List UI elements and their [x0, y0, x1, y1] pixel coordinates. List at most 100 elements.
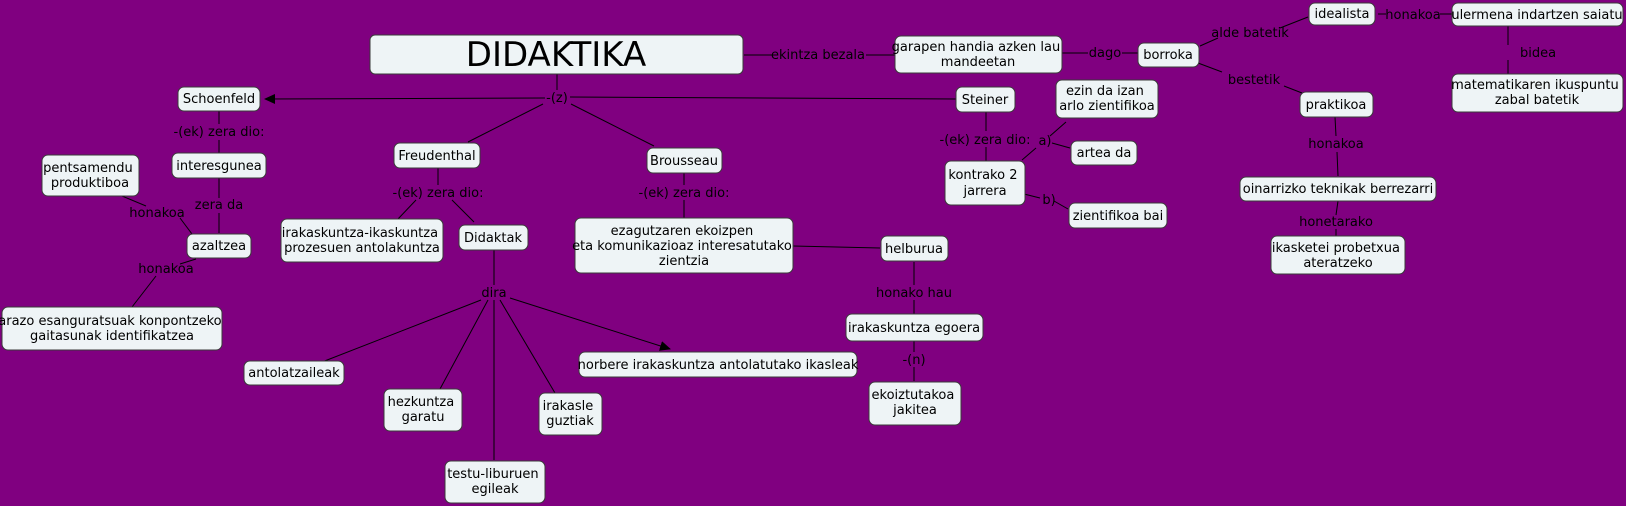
- link-dira: dira: [481, 286, 506, 301]
- node-norbere-label: norbere irakaskuntza antolatutako ikasle…: [578, 358, 859, 373]
- node-ezin[interactable]: ezin da izan arlo zientifikoa: [1055, 79, 1159, 119]
- node-hezkuntza-label: hezkuntza garatu: [388, 395, 459, 425]
- node-irakaskuntza-ikaskuntza[interactable]: irakaskuntza-ikaskuntza prozesuen antola…: [280, 218, 444, 263]
- node-irakasle-label: irakasle guztiak: [543, 399, 598, 429]
- link-ek-brousseau: -(ek) zera dio:: [639, 186, 730, 201]
- node-brousseau-label: Brousseau: [650, 154, 718, 169]
- edge-dira-hezkuntza: [439, 299, 489, 390]
- edge-z-steiner: [569, 96, 957, 100]
- node-irakasle[interactable]: irakasle guztiak: [538, 392, 603, 436]
- node-arazo[interactable]: arazo esanguratsuak konpontzeko gaitasun…: [0, 306, 226, 351]
- node-zientifikoa-label: zientifikoa bai: [1073, 209, 1164, 224]
- link-bestetik: bestetik: [1228, 73, 1281, 88]
- node-kontrako[interactable]: kontrako 2 jarrera: [944, 160, 1026, 206]
- node-garapen[interactable]: garapen handia azken lau mandeetan: [892, 35, 1065, 74]
- link-a: a): [1038, 134, 1051, 149]
- node-ikasketei[interactable]: ikasketei probetxua ateratzeko: [1270, 235, 1406, 275]
- node-norbere[interactable]: norbere irakaskuntza antolatutako ikasle…: [578, 351, 859, 378]
- node-irakaskuntza-egoera[interactable]: irakaskuntza egoera: [845, 313, 984, 342]
- link-b: b): [1042, 193, 1055, 208]
- node-interesgunea-label: interesgunea: [176, 159, 261, 174]
- node-helburua[interactable]: helburua: [880, 235, 949, 262]
- edge-borroka-bestetik: [1197, 62, 1223, 73]
- node-praktikoa-label: praktikoa: [1306, 98, 1367, 113]
- edge-oinarrizko-honetarako: [1335, 200, 1339, 216]
- node-ekoiztutakoa-label: ekoiztutakoa jakitea: [872, 388, 959, 418]
- edge-ek-irakaskuntza: [397, 199, 417, 220]
- node-steiner[interactable]: Steiner: [955, 86, 1016, 113]
- node-interesgunea[interactable]: interesgunea: [171, 152, 267, 179]
- node-ekoiztutakoa[interactable]: ekoiztutakoa jakitea: [868, 381, 962, 426]
- node-azaltzea-label: azaltzea: [192, 239, 246, 254]
- link-ek-steiner: -(ek) zera dio:: [940, 133, 1031, 148]
- node-brousseau[interactable]: Brousseau: [646, 147, 723, 174]
- node-irakaskuntza-egoera-label: irakaskuntza egoera: [848, 321, 980, 336]
- node-artea-label: artea da: [1077, 146, 1132, 161]
- link-alde-batetik: alde batetik: [1211, 26, 1289, 41]
- node-matematikaren[interactable]: matematikaren ikuspuntu zabal batetik: [1451, 73, 1624, 113]
- node-didaktika[interactable]: DIDAKTIKA: [369, 34, 744, 75]
- edge-alde-idealista: [1279, 16, 1309, 29]
- node-kontrako-label: kontrako 2 jarrera: [948, 168, 1021, 199]
- link-ek-freudenthal: -(ek) zera dio:: [393, 186, 484, 201]
- edge-bestetik-praktikoa: [1283, 85, 1303, 94]
- node-ulermena[interactable]: ulermena indartzen saiatu: [1451, 2, 1624, 27]
- node-antolatzaileak-label: antolatzaileak: [248, 366, 340, 381]
- edge-kontrako-a: [1021, 147, 1037, 161]
- edge-honakoa-oinarrizko: [1336, 151, 1339, 177]
- node-helburua-label: helburua: [885, 242, 943, 257]
- edge-kontrako-b: [1023, 193, 1041, 199]
- node-artea[interactable]: artea da: [1070, 140, 1138, 166]
- node-didaktak[interactable]: Didaktak: [458, 224, 529, 251]
- node-didaktika-label: DIDAKTIKA: [466, 35, 646, 75]
- node-ezagutzaren[interactable]: ezagutzaren ekoizpen eta komunikazioaz i…: [572, 217, 796, 274]
- node-praktikoa[interactable]: praktikoa: [1299, 91, 1374, 118]
- node-freudenthal[interactable]: Freudenthal: [393, 142, 481, 169]
- link-bidea: bidea: [1520, 46, 1556, 61]
- linking-phrases: ekintza bezala dago alde batetik besteti…: [129, 8, 1556, 368]
- node-antolatzaileak[interactable]: antolatzaileak: [243, 360, 345, 386]
- edge-z-schoenfeld: [264, 93, 546, 104]
- edges: [121, 13, 1509, 460]
- node-hezkuntza[interactable]: hezkuntza garatu: [383, 388, 463, 432]
- edge-honakoa2-arazo: [131, 275, 157, 308]
- edge-ek-didaktak: [451, 199, 475, 223]
- edge-a-ezin: [1049, 121, 1067, 137]
- link-honakoa-idealista: honakoa: [1385, 8, 1440, 23]
- link-honetarako: honetarako: [1299, 215, 1373, 230]
- node-ulermena-label: ulermena indartzen saiatu: [1451, 8, 1622, 23]
- edge-a-artea: [1051, 142, 1071, 149]
- edge-dira-antolatzaileak: [321, 299, 482, 363]
- edge-ezagutzaren-helburua: [792, 245, 881, 249]
- node-garapen-label: garapen handia azken lau mandeetan: [892, 40, 1065, 70]
- node-testu[interactable]: testu-liburuen egileak: [444, 460, 546, 504]
- node-matematikaren-label: matematikaren ikuspuntu zabal batetik: [1451, 78, 1623, 108]
- link-honakoa-praktikoa: honakoa: [1308, 137, 1363, 152]
- edge-dira-norbere: [509, 297, 671, 351]
- link-zera-da: zera da: [195, 198, 243, 213]
- node-azaltzea[interactable]: azaltzea: [186, 233, 252, 259]
- node-schoenfeld[interactable]: Schoenfeld: [177, 86, 261, 112]
- link-z: -(z): [546, 91, 568, 106]
- link-ekintza-bezala: ekintza bezala: [771, 48, 865, 63]
- edge-pentsamendu-honakoa: [121, 195, 147, 207]
- node-oinarrizko[interactable]: oinarrizko teknikak berrezarri: [1239, 176, 1437, 202]
- node-zientifikoa[interactable]: zientifikoa bai: [1068, 202, 1168, 229]
- edge-z-brousseau: [570, 103, 655, 147]
- node-ezin-label: ezin da izan arlo zientifikoa: [1059, 84, 1155, 114]
- node-testu-label: testu-liburuen egileak: [447, 467, 543, 497]
- node-oinarrizko-label: oinarrizko teknikak berrezarri: [1243, 182, 1434, 197]
- node-borroka-label: borroka: [1143, 48, 1193, 63]
- node-idealista[interactable]: idealista: [1308, 2, 1376, 26]
- node-irakaskuntza-ikaskuntza-label: irakaskuntza-ikaskuntza prozesuen antola…: [282, 226, 442, 256]
- node-borroka[interactable]: borroka: [1137, 42, 1200, 68]
- edge-b-zientifikoa: [1053, 200, 1069, 210]
- link-n: -(n): [902, 353, 925, 368]
- node-steiner-label: Steiner: [962, 93, 1009, 108]
- edge-praktikoa-honakoa: [1334, 116, 1337, 137]
- node-schoenfeld-label: Schoenfeld: [183, 92, 255, 107]
- node-freudenthal-label: Freudenthal: [398, 149, 475, 164]
- edge-dira-irakasle: [499, 299, 556, 394]
- node-pentsamendu[interactable]: pentsamendu produktiboa: [41, 154, 140, 197]
- link-honakoa-azaltzea-2: honakoa: [138, 262, 193, 277]
